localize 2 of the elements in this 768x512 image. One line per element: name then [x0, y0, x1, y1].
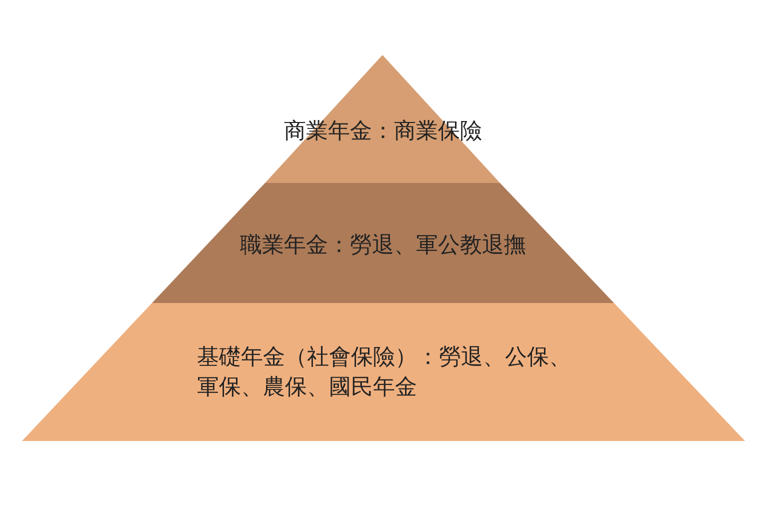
tier-label: 職業年金：勞退、軍公教退撫 [239, 232, 527, 260]
tier-label: 基礎年金（社會保險）：勞退、公保、軍保、農保、國民年金 [197, 344, 572, 402]
